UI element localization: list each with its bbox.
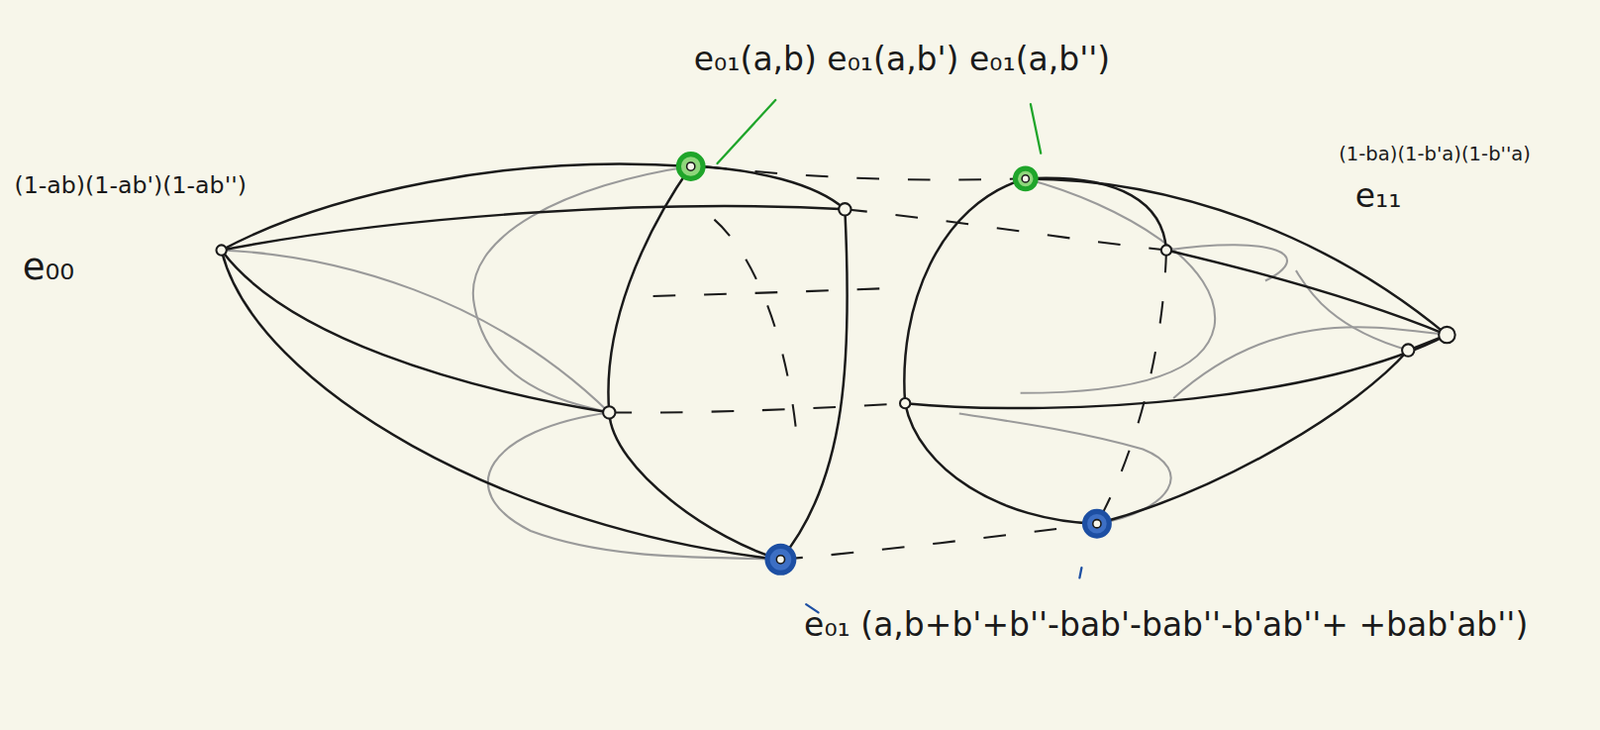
edge-curve — [221, 250, 610, 413]
vertex-formula: (1-ab)(1-ab')(1-ab'') — [13, 171, 247, 201]
green-vertex — [678, 154, 703, 180]
dashed-curve — [844, 208, 1167, 250]
highlighted-vertices — [678, 154, 1109, 574]
back-curves — [221, 166, 1448, 560]
back-curve — [1296, 270, 1408, 350]
vertex-core — [1021, 175, 1029, 183]
vertex-core — [1093, 519, 1101, 528]
vertex-formula: (1-ba)(1-b'a)(1-b''a) — [1338, 142, 1531, 167]
blue-vertex — [1085, 510, 1110, 536]
vertex — [838, 202, 851, 215]
edge-curve — [607, 166, 691, 412]
dashed-curve — [713, 219, 796, 429]
dashed-curve — [1097, 250, 1167, 524]
edge-curve — [1025, 178, 1167, 251]
leader-line — [1030, 103, 1041, 153]
vertices — [215, 202, 1455, 418]
blue-vertex — [767, 545, 795, 573]
leader-line — [717, 100, 777, 164]
back-curve — [1020, 178, 1216, 393]
dashed-curves — [608, 166, 1167, 560]
edge-curve — [1097, 350, 1408, 524]
vertex — [1401, 343, 1414, 356]
vertex-name: e₁₁ — [1355, 175, 1402, 216]
vertex — [215, 244, 226, 255]
back-curve — [221, 250, 610, 413]
dashed-curve — [608, 402, 905, 412]
vertex-formula: e₀₁ (a,b+b'+b''-bab'-bab''-b'ab''+ +bab'… — [803, 603, 1567, 645]
vertex — [1438, 326, 1455, 343]
dashed-curve — [653, 288, 899, 297]
edge-curve — [608, 411, 781, 559]
edge-curve — [780, 208, 847, 559]
vertex-core — [776, 555, 785, 564]
vertex — [602, 405, 615, 418]
green-vertex — [1014, 168, 1036, 190]
edge-curve — [904, 334, 1447, 408]
vertex — [1161, 244, 1172, 255]
edge-curve — [221, 250, 782, 560]
vertex-core — [687, 162, 696, 171]
vertex-name: e₀₀ — [22, 244, 76, 291]
edge-curve — [904, 402, 1098, 524]
back-curve — [1173, 326, 1447, 399]
leader-lines — [717, 100, 1083, 612]
leader-line — [1079, 567, 1082, 578]
edge-curve — [1166, 250, 1447, 336]
back-curve — [959, 412, 1172, 523]
vertex — [900, 398, 910, 408]
back-curve — [488, 411, 782, 559]
back-curve — [473, 166, 692, 412]
edge-curve — [903, 178, 1025, 403]
edge-curve — [221, 205, 846, 250]
vertex-formula: e₀₁(a,b) e₀₁(a,b') e₀₁(a,b'') — [694, 38, 1110, 80]
front-curves — [221, 164, 1448, 560]
dashed-curve — [780, 523, 1097, 560]
dashed-curve — [703, 166, 1020, 180]
